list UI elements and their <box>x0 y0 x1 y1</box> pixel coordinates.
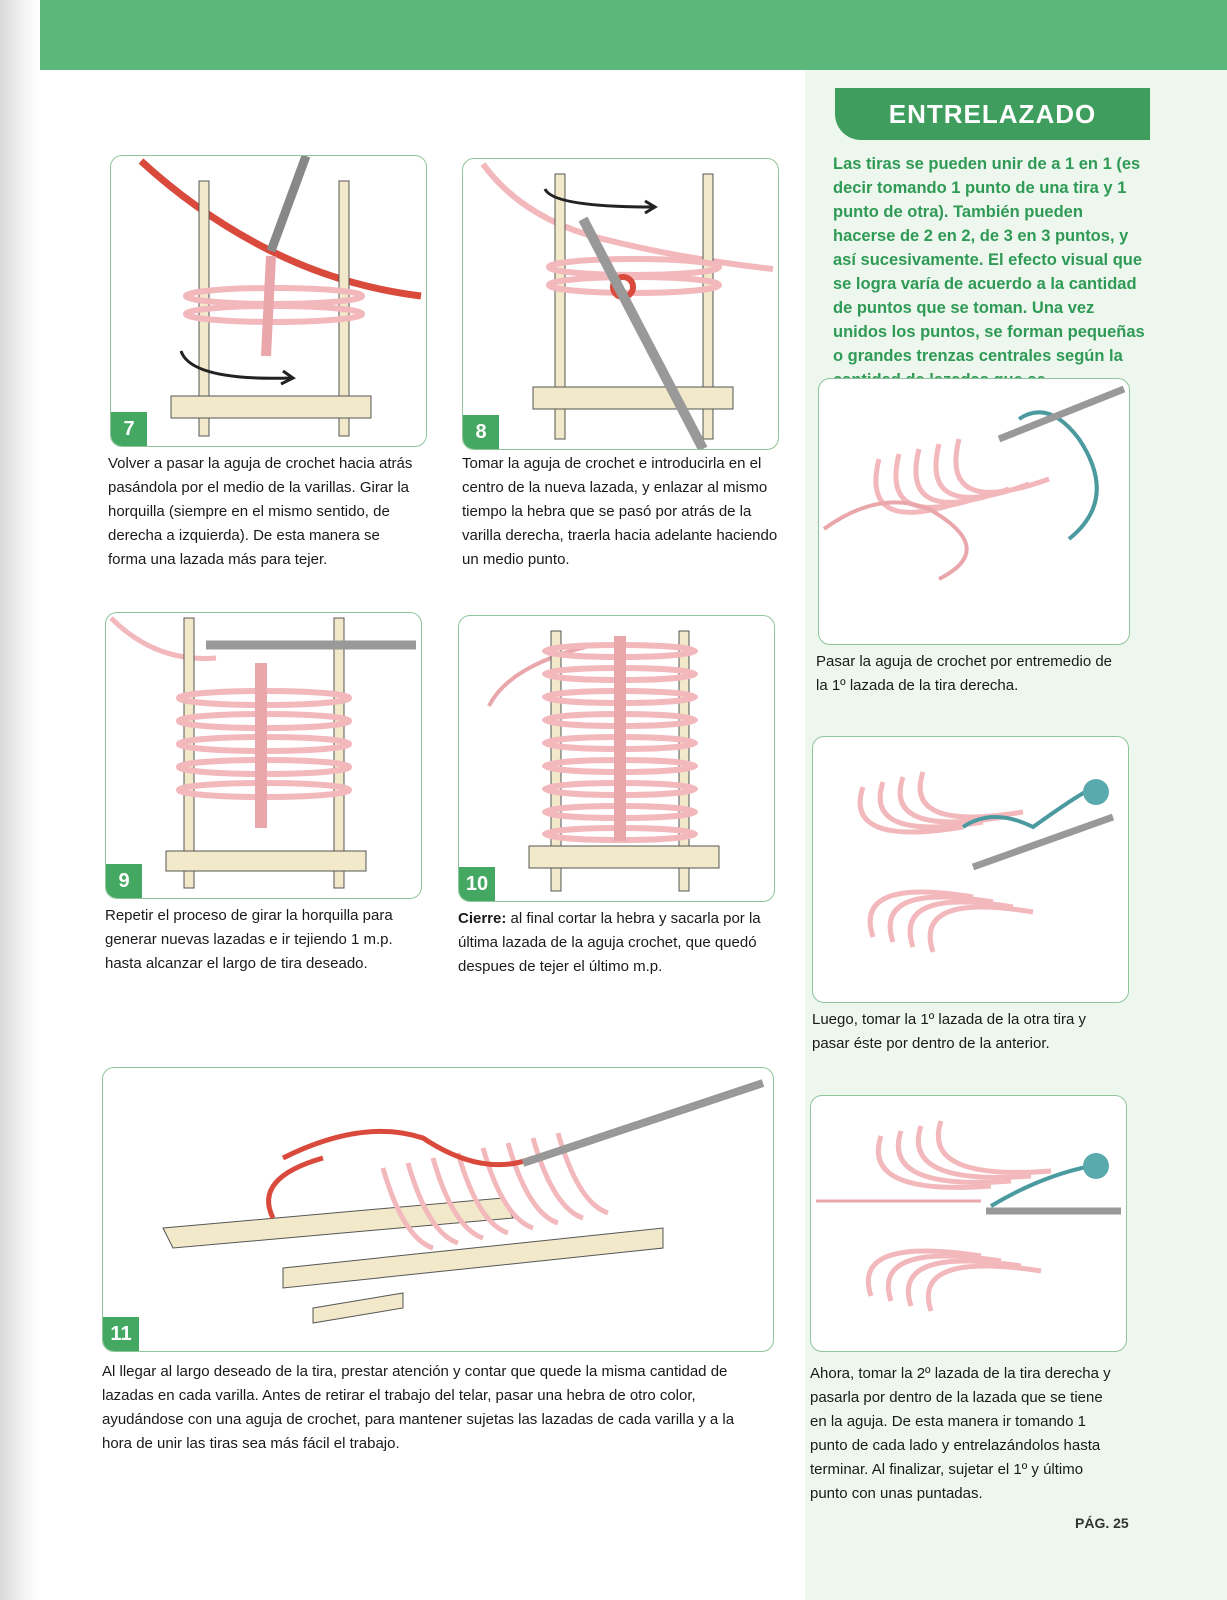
illustration-join-2 <box>812 736 1129 1003</box>
section-title: ENTRELAZADO <box>835 88 1150 140</box>
page-number: PÁG. 25 <box>1075 1515 1129 1531</box>
illustration-step-8: 8 <box>462 158 779 450</box>
page-binding-shadow <box>0 0 40 1600</box>
step-9-caption: Repetir el proceso de girar la horquilla… <box>105 907 393 972</box>
step-11-caption: Al llegar al largo deseado de la tira, p… <box>102 1363 735 1452</box>
step-number-badge: 7 <box>111 412 147 446</box>
side-step-1-caption: Pasar la aguja de crochet por entremedio… <box>816 653 1113 694</box>
side-step-2-caption: Luego, tomar la 1º lazada de la otra tir… <box>812 1011 1086 1052</box>
top-green-band <box>0 0 1227 70</box>
step-10-caption: Cierre: al final cortar la hebra y sacar… <box>458 907 768 979</box>
illustration-step-11: 11 <box>102 1067 774 1352</box>
illustration-join-1 <box>818 378 1130 645</box>
side-step-3-caption: Ahora, tomar la 2º lazada de la tira der… <box>810 1365 1111 1502</box>
step-number-badge: 8 <box>463 415 499 449</box>
step-10-text: al final cortar la hebra y sacarla por l… <box>458 910 761 975</box>
illustration-step-7: 7 <box>110 155 427 447</box>
illustration-step-10: 10 <box>458 615 775 902</box>
step-8-caption: Tomar la aguja de crochet e introducirla… <box>462 455 778 568</box>
step-number-badge: 11 <box>103 1317 139 1351</box>
hairpin-loom-icon <box>138 156 422 437</box>
section-intro: Las tiras se pueden unir de a 1 en 1 (es… <box>833 155 1145 413</box>
step-number-badge: 10 <box>459 867 495 901</box>
illustration-join-3 <box>810 1095 1127 1352</box>
illustration-step-9: 9 <box>105 612 422 899</box>
step-number-badge: 9 <box>106 864 142 898</box>
step-7-caption: Volver a pasar la aguja de crochet hacia… <box>108 455 413 568</box>
step-10-label: Cierre: <box>458 910 507 927</box>
